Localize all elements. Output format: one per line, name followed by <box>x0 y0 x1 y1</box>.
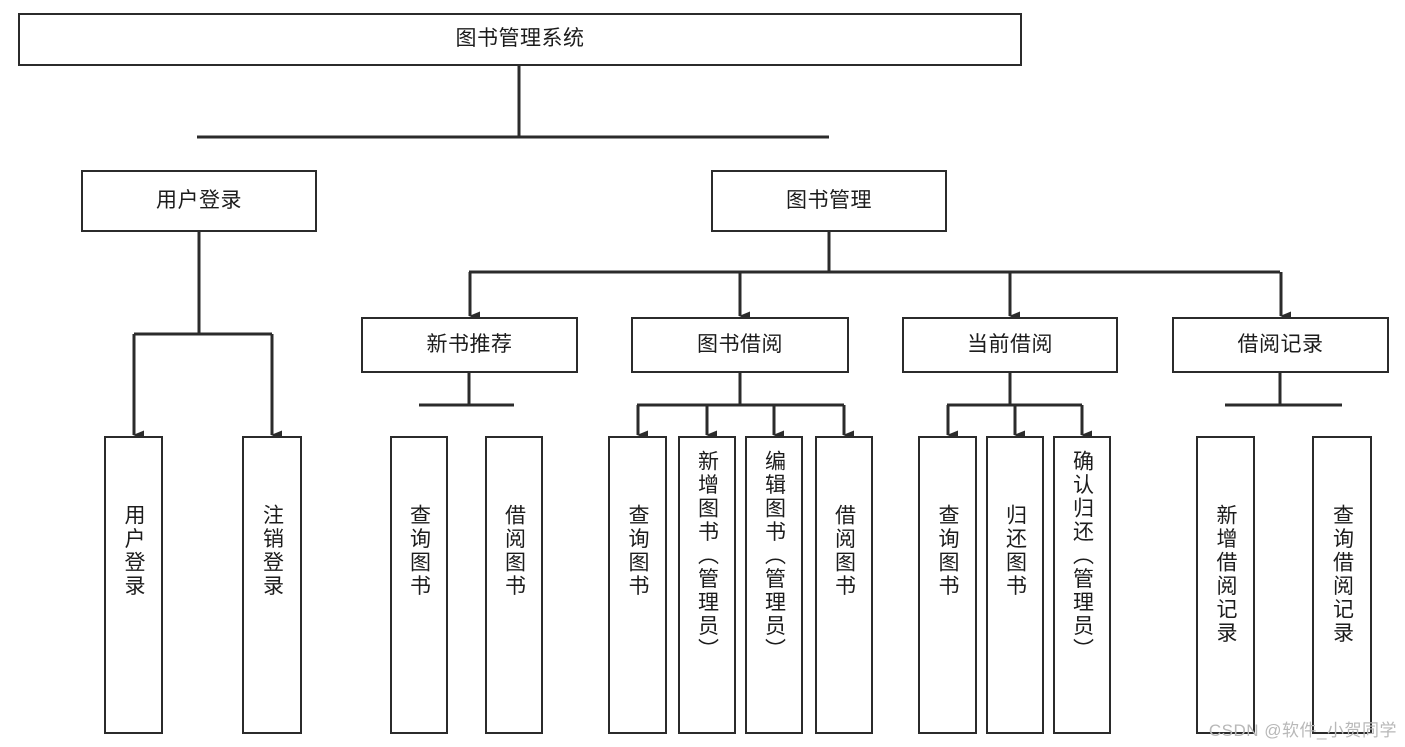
node-label: 查询图书 <box>936 504 959 598</box>
node-label: 新增借阅记录 <box>1214 504 1237 645</box>
node-leaf-11[interactable]: 新增借阅记录 <box>1196 436 1255 734</box>
node-l2-0[interactable]: 用户登录 <box>81 170 317 232</box>
node-label: 当前借阅 <box>967 332 1053 356</box>
node-label: 查询图书 <box>407 504 431 598</box>
edge-layer <box>132 66 1342 440</box>
node-label: 注销登录 <box>260 504 284 598</box>
node-leaf-5[interactable]: 新增图书（管理员） <box>678 436 736 734</box>
node-label: 新书推荐 <box>426 332 513 356</box>
node-root[interactable]: 图书管理系统 <box>18 13 1022 66</box>
node-label: 归还图书 <box>1003 504 1027 598</box>
node-leaf-3[interactable]: 借阅图书 <box>485 436 543 734</box>
node-label: 借阅图书 <box>502 504 526 598</box>
node-l3-3[interactable]: 借阅记录 <box>1172 317 1389 373</box>
node-label: 图书借阅 <box>697 332 783 356</box>
node-label: 借阅记录 <box>1237 332 1324 356</box>
node-label: 查询图书 <box>626 504 649 598</box>
node-label: 借阅图书 <box>832 504 856 598</box>
node-label: 图书管理 <box>786 188 872 212</box>
node-label: 查询借阅记录 <box>1330 504 1354 645</box>
node-leaf-10[interactable]: 确认归还（管理员） <box>1053 436 1111 734</box>
node-l3-0[interactable]: 新书推荐 <box>361 317 578 373</box>
node-leaf-12[interactable]: 查询借阅记录 <box>1312 436 1372 734</box>
node-leaf-0[interactable]: 用户登录 <box>104 436 163 734</box>
node-leaf-7[interactable]: 借阅图书 <box>815 436 873 734</box>
node-l3-2[interactable]: 当前借阅 <box>902 317 1118 373</box>
node-label: 用户登录 <box>122 504 145 598</box>
node-leaf-4[interactable]: 查询图书 <box>608 436 667 734</box>
node-l3-1[interactable]: 图书借阅 <box>631 317 849 373</box>
node-leaf-8[interactable]: 查询图书 <box>918 436 977 734</box>
node-leaf-1[interactable]: 注销登录 <box>242 436 302 734</box>
node-label: 用户登录 <box>156 188 242 212</box>
node-label: 确认归还（管理员） <box>1070 450 1094 662</box>
node-label: 图书管理系统 <box>455 27 585 51</box>
node-leaf-9[interactable]: 归还图书 <box>986 436 1044 734</box>
node-leaf-2[interactable]: 查询图书 <box>390 436 448 734</box>
node-label: 新增图书（管理员） <box>695 450 719 662</box>
node-leaf-6[interactable]: 编辑图书（管理员） <box>745 436 803 734</box>
node-label: 编辑图书（管理员） <box>762 450 786 662</box>
node-l2-1[interactable]: 图书管理 <box>711 170 947 232</box>
